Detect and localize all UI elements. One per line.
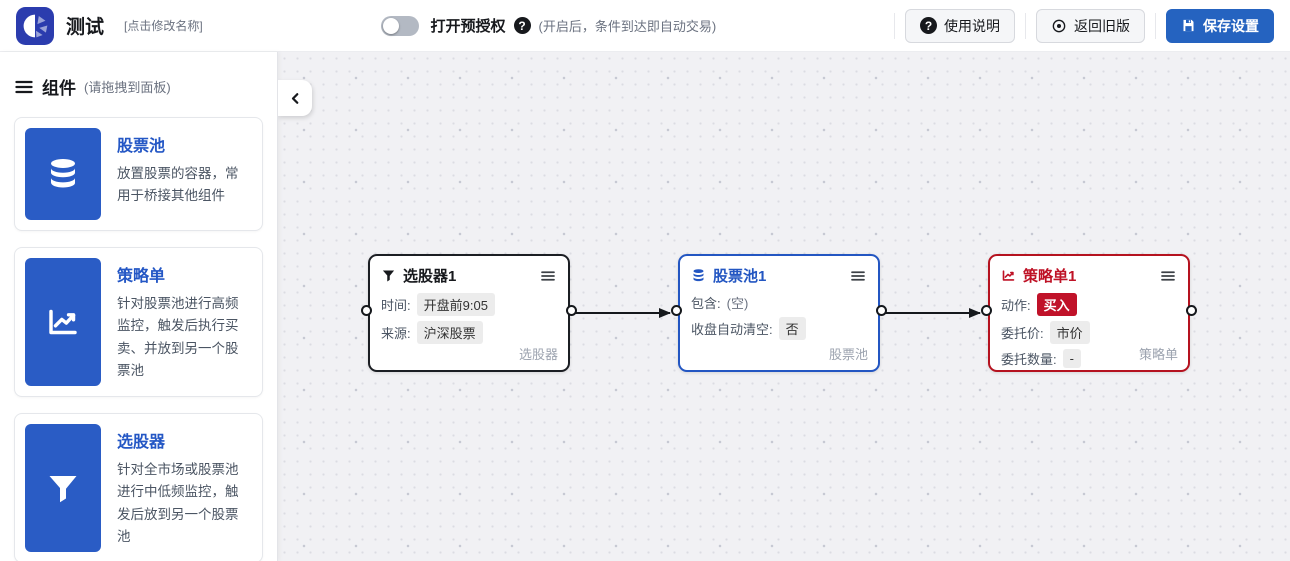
divider — [894, 12, 895, 39]
input-port[interactable] — [981, 305, 992, 316]
row-value: 沪深股票 — [416, 321, 483, 344]
row-label: 动作: — [1001, 298, 1031, 313]
row-label: 包含: — [691, 296, 721, 311]
card-description: 针对股票池进行高频监控，触发后执行买卖、并放到另一个股票池 — [117, 296, 239, 378]
help-button[interactable]: ? 使用说明 — [905, 8, 1015, 43]
divider — [1025, 12, 1026, 39]
sidebar-header: 组件 (请拖拽到面板) — [14, 74, 263, 99]
pre-auth-group: 打开预授权 ? (开启后，条件到达即自动交易) — [380, 15, 717, 36]
filter-icon — [382, 270, 395, 282]
help-button-label: 使用说明 — [944, 17, 1000, 34]
chart-line-icon — [1002, 270, 1015, 281]
row-label: 时间: — [381, 298, 411, 313]
save-button-label: 保存设置 — [1203, 17, 1259, 34]
node-title: 股票池1 — [713, 268, 767, 285]
node-title: 策略单1 — [1023, 268, 1077, 285]
divider — [1155, 12, 1156, 39]
component-card-strategy-order[interactable]: 策略单 针对股票池进行高频监控，触发后执行买卖、并放到另一个股票池 — [14, 247, 263, 398]
save-settings-button[interactable]: 保存设置 — [1166, 8, 1274, 43]
row-value: - — [1062, 349, 1081, 368]
hamburger-icon — [15, 80, 33, 93]
node-type-label: 选股器 — [518, 347, 558, 362]
row-value: (空) — [726, 296, 749, 311]
row-label: 委托数量: — [1001, 352, 1057, 367]
chart-line-icon — [25, 258, 101, 387]
pre-auth-hint: (开启后，条件到达即自动交易) — [538, 19, 717, 34]
component-card-stock-pool[interactable]: 股票池 放置股票的容器，常用于桥接其他组件 — [14, 117, 263, 231]
database-icon — [25, 128, 101, 220]
sidebar-title: 组件 — [42, 79, 76, 98]
node-stock-selector-1[interactable]: 选股器1 时间: 开盘前9:05 来源: 沪深股票 选股器 — [361, 254, 577, 372]
legacy-version-button[interactable]: 返回旧版 — [1036, 8, 1145, 43]
row-label: 收盘自动清空: — [691, 322, 773, 337]
card-title: 股票池 — [117, 138, 166, 155]
output-port[interactable] — [876, 305, 887, 316]
component-card-stock-selector[interactable]: 选股器 针对全市场或股票池进行中低频监控，触发后放到另一个股票池 — [14, 413, 263, 561]
node-menu-icon[interactable] — [539, 267, 557, 285]
node-strategy-order-1[interactable]: 策略单1 动作: 买入 委托价: 市价 委托数量: - 策略单 — [981, 254, 1197, 372]
input-port[interactable] — [361, 305, 372, 316]
legacy-button-label: 返回旧版 — [1074, 17, 1130, 34]
filter-icon — [25, 424, 101, 553]
card-description: 针对全市场或股票池进行中低频监控，触发后放到另一个股票池 — [117, 462, 239, 544]
card-title: 策略单 — [117, 268, 166, 285]
sidebar-subtitle: (请拖拽到面板) — [84, 80, 171, 95]
brand: 测试 [点击修改名称] — [16, 6, 203, 45]
flow-canvas[interactable]: 选股器1 时间: 开盘前9:05 来源: 沪深股票 选股器 — [278, 52, 1290, 561]
node-title: 选股器1 — [403, 268, 457, 285]
question-circle-icon[interactable]: ? — [513, 17, 531, 34]
input-port[interactable] — [671, 305, 682, 316]
header-actions: ? 使用说明 返回旧版 保存设置 — [894, 8, 1274, 43]
sidebar-collapse-button[interactable] — [278, 80, 312, 116]
row-label: 来源: — [381, 326, 411, 341]
node-type-label: 策略单 — [1138, 347, 1178, 362]
row-value: 否 — [778, 317, 806, 340]
card-title: 选股器 — [117, 434, 166, 452]
buy-badge: 买入 — [1036, 293, 1077, 316]
app-logo-icon — [16, 6, 54, 45]
row-label: 委托价: — [1001, 326, 1044, 341]
page-title[interactable]: 测试 — [66, 17, 105, 38]
card-description: 放置股票的容器，常用于桥接其他组件 — [117, 166, 239, 204]
pre-auth-toggle[interactable] — [380, 15, 419, 36]
question-circle-icon: ? — [920, 17, 937, 34]
circle-dot-icon — [1052, 19, 1066, 32]
top-bar: 测试 [点击修改名称] 打开预授权 ? (开启后，条件到达即自动交易) ? 使用… — [0, 0, 1290, 52]
node-stock-pool-1[interactable]: 股票池1 包含: (空) 收盘自动清空: 否 股票池 — [671, 254, 887, 372]
row-value: 市价 — [1049, 321, 1090, 344]
rename-hint[interactable]: [点击修改名称] — [124, 19, 203, 33]
node-menu-icon[interactable] — [1159, 267, 1177, 285]
save-icon — [1183, 19, 1194, 32]
component-sidebar: 组件 (请拖拽到面板) 股票池 放置股票的容器，常用于桥接其他组件 — [0, 52, 278, 561]
output-port[interactable] — [566, 305, 577, 316]
pre-auth-label: 打开预授权 — [430, 18, 506, 35]
node-menu-icon[interactable] — [849, 267, 867, 285]
row-value: 开盘前9:05 — [416, 293, 495, 316]
database-icon — [693, 269, 704, 282]
chevron-left-icon — [291, 92, 298, 104]
output-port[interactable] — [1186, 305, 1197, 316]
node-type-label: 股票池 — [828, 347, 868, 362]
